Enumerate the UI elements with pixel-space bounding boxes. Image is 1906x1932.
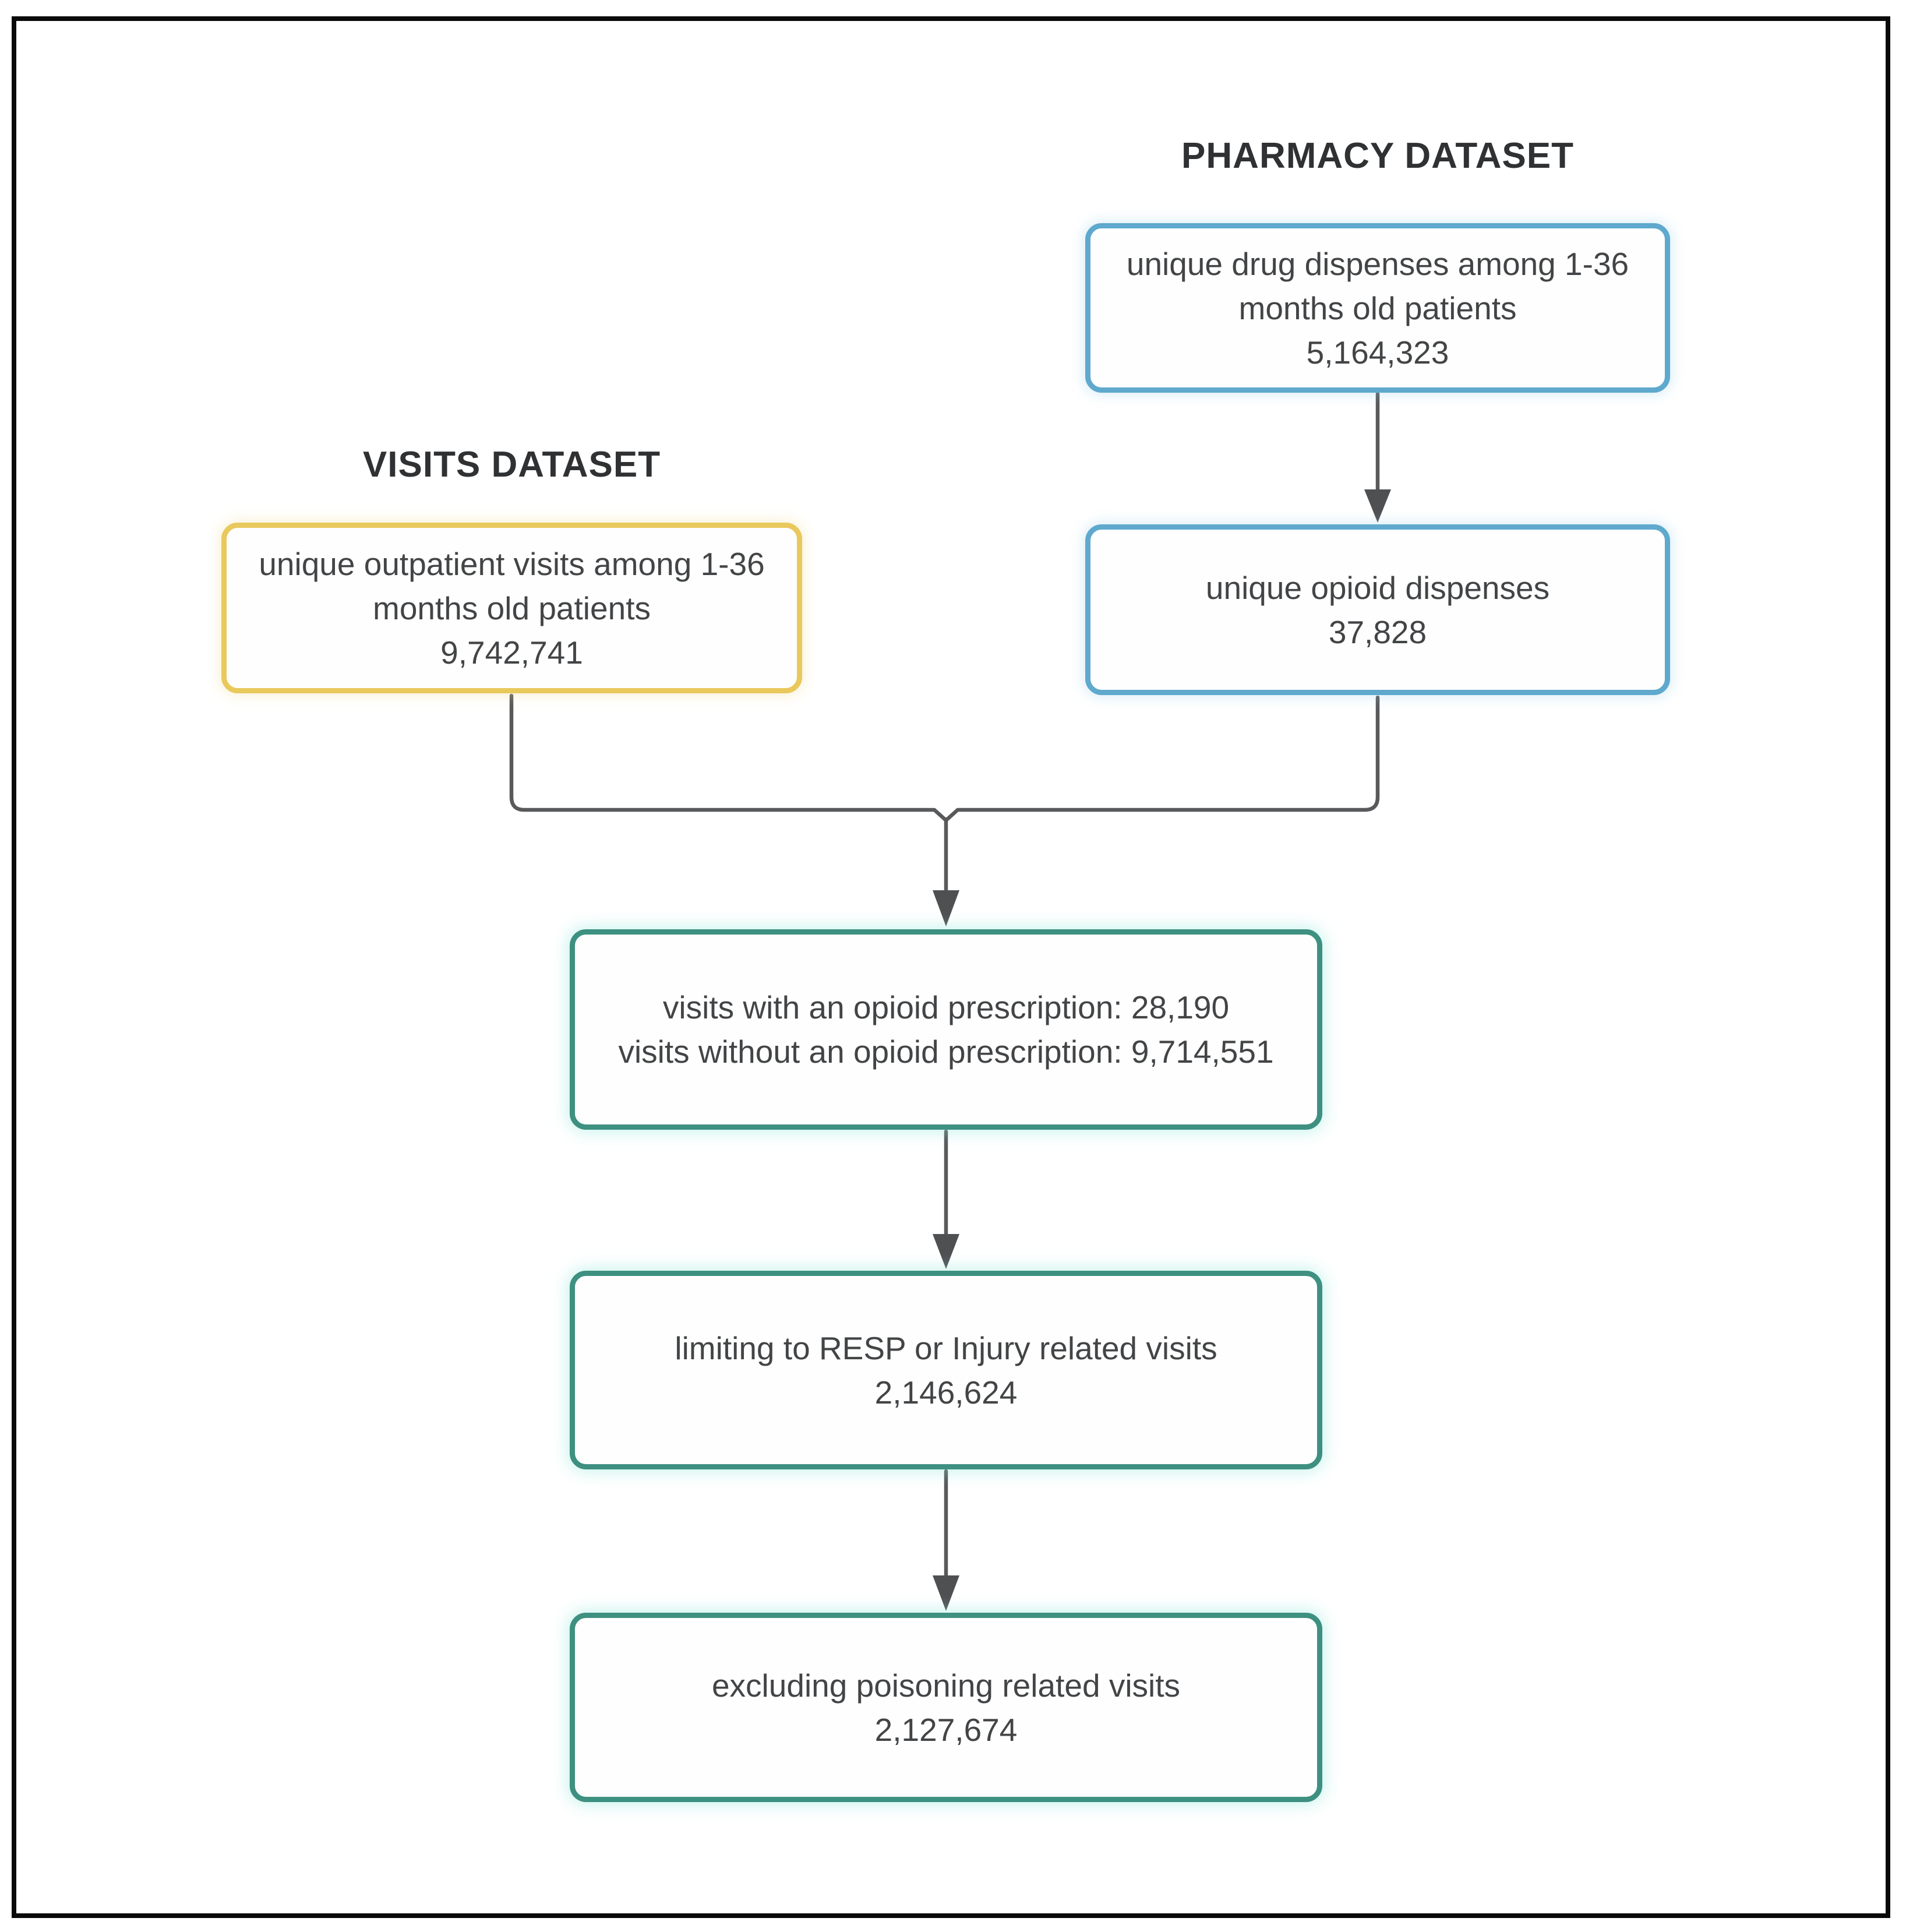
node-text-line: visits without an opioid prescription: 9… [618, 1034, 1274, 1070]
node-text-line: excluding poisoning related visits [711, 1667, 1181, 1704]
node-text-line: months old patients [1238, 290, 1517, 326]
node-value: 5,164,323 [1306, 334, 1449, 371]
node-text-line: unique outpatient visits among 1-36 [259, 545, 765, 582]
node-value: 37,828 [1328, 614, 1427, 650]
node-text-line: unique opioid dispenses [1205, 569, 1550, 606]
node-text-line: visits with an opioid prescription: 28,1… [662, 989, 1230, 1025]
node-text-line: months old patients [373, 590, 651, 626]
node-value: 9,742,741 [440, 634, 583, 671]
node-value: 2,127,674 [874, 1711, 1018, 1748]
node-unique-outpatient-visits: unique outpatient visits among 1-36 mont… [221, 523, 802, 693]
node-text-line: limiting to RESP or Injury related visit… [675, 1330, 1217, 1366]
node-resp-injury-visits: limiting to RESP or Injury related visit… [570, 1271, 1322, 1469]
pharmacy-dataset-title: PHARMACY DATASET [1181, 136, 1574, 176]
node-text-line: unique drug dispenses among 1-36 [1126, 245, 1629, 282]
visits-dataset-title: VISITS DATASET [362, 445, 661, 485]
node-value: 2,146,624 [874, 1374, 1018, 1411]
node-excluding-poisoning-visits: excluding poisoning related visits 2,127… [570, 1613, 1322, 1802]
node-unique-opioid-dispenses: unique opioid dispenses 37,828 [1085, 524, 1670, 695]
node-unique-drug-dispenses: unique drug dispenses among 1-36 months … [1085, 223, 1670, 393]
node-opioid-prescription-split: visits with an opioid prescription: 28,1… [570, 929, 1322, 1130]
